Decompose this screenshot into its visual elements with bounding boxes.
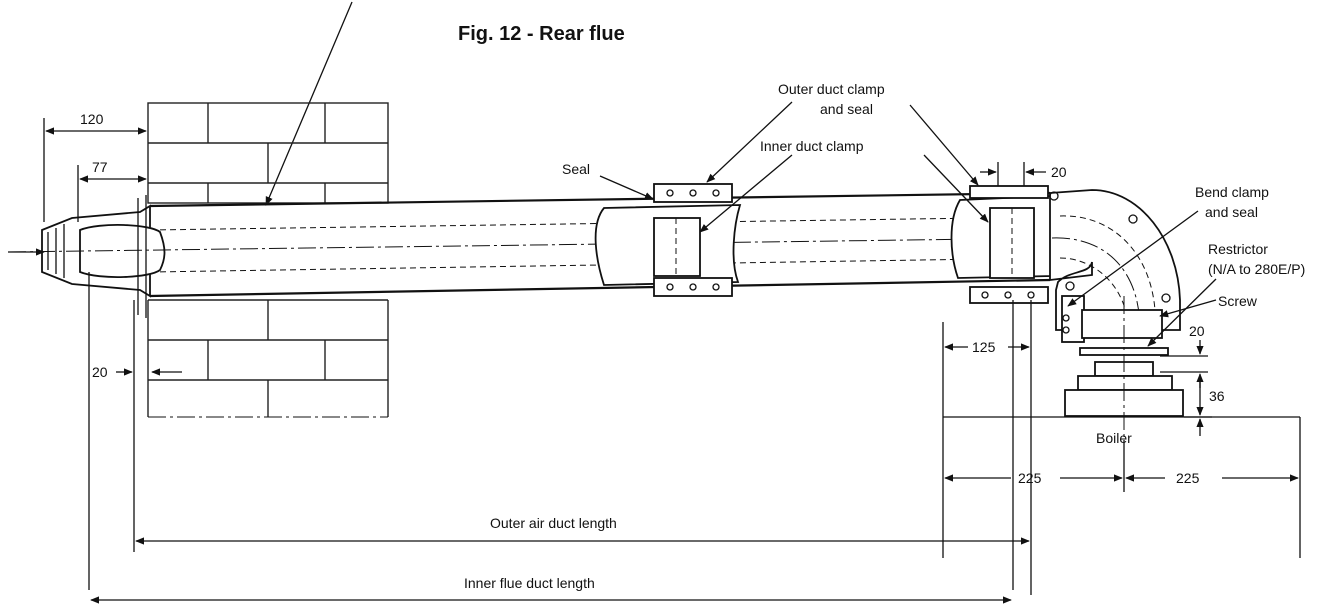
bend-clamp-leader [1067, 210, 1199, 307]
bend-clamp-label-line2: and seal [1205, 204, 1258, 220]
dim-20-top: 20 [980, 162, 1067, 186]
boiler-body [942, 416, 1301, 558]
dimension-20-right: 20 [1189, 323, 1205, 339]
dim-36: 36 [1184, 376, 1225, 436]
centre-line [7, 237, 1061, 253]
dim-20-right: 20 [1160, 323, 1208, 388]
dimension-20-top: 20 [1051, 164, 1067, 180]
inner-duct-clamp-label: Inner duct clamp [760, 138, 864, 154]
dimension-36: 36 [1209, 388, 1225, 404]
boiler-label: Boiler [1096, 430, 1132, 446]
dimension-120: 120 [80, 111, 104, 127]
dimension-20-left: 20 [92, 364, 108, 380]
inner-clamp-leader-left [699, 154, 793, 233]
outer-clamp-leader-left [706, 101, 793, 183]
right-joint [950, 185, 1059, 304]
restrictor-label-line2: (N/A to 280E/P) [1208, 261, 1305, 277]
outer-duct-clamp-label-line1: Outer duct clamp [778, 81, 885, 97]
dim-20-left: 20 [88, 272, 182, 590]
middle-joint [594, 183, 742, 297]
dim-125: 125 [942, 300, 1032, 595]
wall-upper [147, 102, 389, 204]
wall-lower [147, 299, 389, 418]
screw-leader [1159, 299, 1217, 318]
outer-air-duct-length-dim: Outer air duct length [135, 515, 1030, 545]
dimension-77: 77 [92, 159, 108, 175]
seal-leader [599, 175, 654, 200]
flue-terminal [41, 195, 166, 318]
inner-flue-duct-length-dim: Inner flue duct length [90, 575, 1012, 604]
bend-clamp-label-line1: Bend clamp [1195, 184, 1269, 200]
outer-duct-clamp-label-line2: and seal [820, 101, 873, 117]
restrictor-leader [1147, 278, 1217, 347]
outer-air-duct-length-label: Outer air duct length [490, 515, 617, 531]
figure-title: Fig. 12 - Rear flue [458, 23, 625, 45]
dim-225: 225 225 [944, 440, 1299, 492]
outer-clamp-leader-right [909, 104, 979, 186]
restrictor-label-line1: Restrictor [1208, 241, 1268, 257]
dimension-225-left: 225 [1018, 470, 1042, 486]
boiler-connection [1061, 295, 1184, 440]
inner-clamp-leader-right [923, 154, 989, 223]
dim-120: 120 [43, 111, 147, 222]
dimension-125: 125 [972, 339, 996, 355]
screw-label: Screw [1218, 293, 1258, 309]
dimension-225-right: 225 [1176, 470, 1200, 486]
inner-flue-duct-length-label: Inner flue duct length [464, 575, 595, 591]
seal-label: Seal [562, 161, 590, 177]
dim-77: 77 [77, 159, 147, 222]
